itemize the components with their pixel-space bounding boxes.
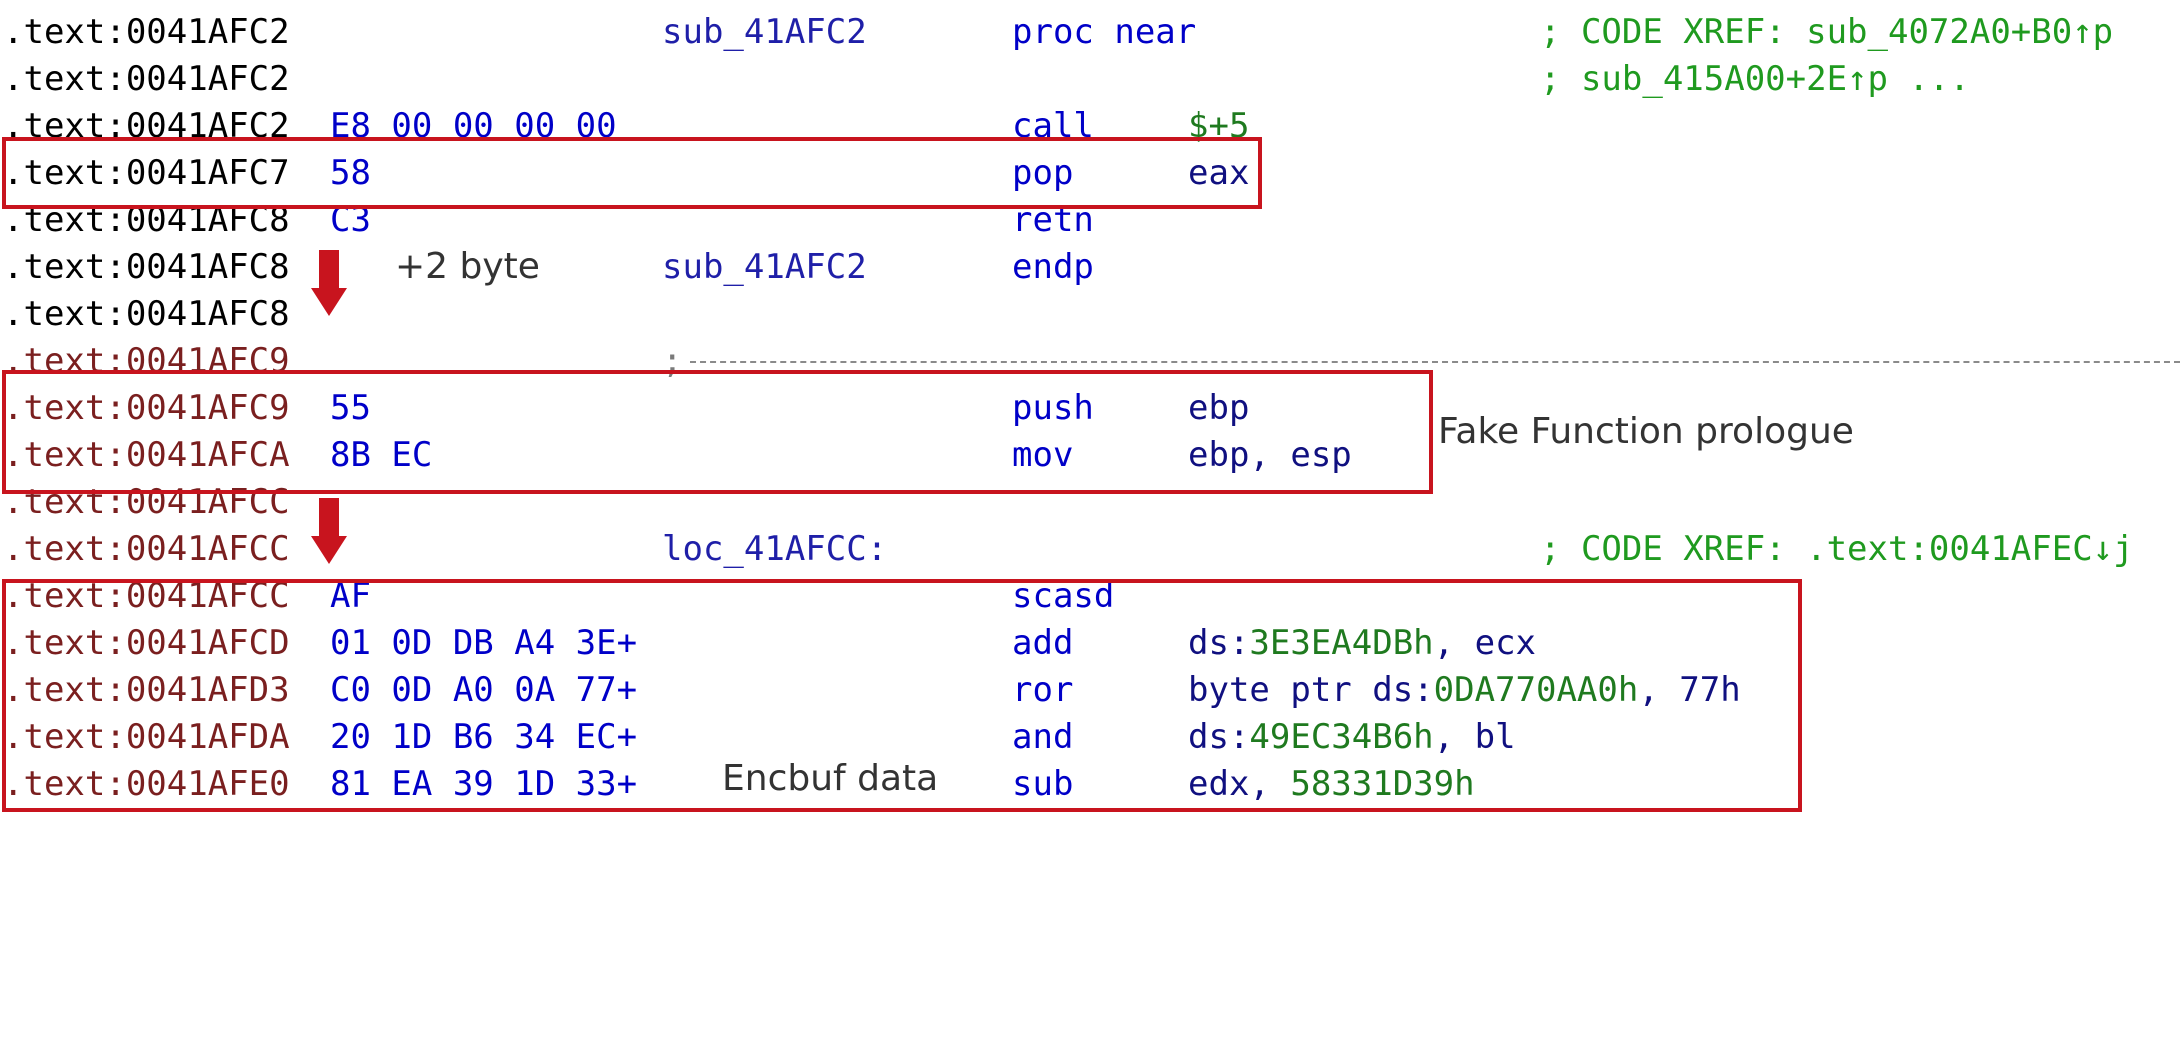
mnemonic: endp	[1012, 247, 1094, 287]
disasm-row[interactable]: .text:0041AFE0 81 EA 39 1D 33+ sub edx, …	[0, 761, 2180, 808]
operand-immediate: 3E3EA4DBh	[1249, 623, 1434, 663]
opcode-bytes: 8B EC	[330, 435, 433, 475]
highlight-box-fake-prologue	[2, 370, 1433, 494]
address: .text:0041AFC8	[3, 294, 290, 334]
disasm-row[interactable]: .text:0041AFC2 sub_41AFC2 proc near ; CO…	[0, 9, 2180, 56]
address: .text:0041AFCD	[3, 623, 290, 663]
highlight-box-pop	[2, 137, 1262, 209]
xref-comment[interactable]: ; sub_415A00+2E↑p ...	[1540, 59, 1970, 99]
opcode-bytes: C0 0D A0 0A 77+	[330, 670, 638, 710]
address: .text:0041AFCC	[3, 482, 290, 522]
opcode-bytes: 20 1D B6 34 EC+	[330, 717, 638, 757]
operands: byte ptr ds:0DA770AA0h, 77h	[1188, 667, 1741, 714]
disasm-row[interactable]: .text:0041AFC8	[0, 291, 2180, 338]
mnemonic: ror	[1012, 670, 1074, 710]
xref-comment[interactable]: ; CODE XREF: .text:0041AFEC↓j	[1540, 529, 2134, 569]
disasm-row[interactable]: .text:0041AFD3 C0 0D A0 0A 77+ ror byte …	[0, 667, 2180, 714]
disasm-row[interactable]: .text:0041AFCD 01 0D DB A4 3E+ add ds:3E…	[0, 620, 2180, 667]
disasm-row[interactable]: .text:0041AFC7 58 pop eax	[0, 150, 2180, 197]
opcode-bytes: 01 0D DB A4 3E+	[330, 623, 638, 663]
down-arrow-icon	[311, 250, 347, 318]
annotation-fake-prologue: Fake Function prologue	[1438, 411, 1854, 452]
operand-prefix: ds:	[1188, 717, 1250, 757]
mnemonic: mov	[1012, 435, 1074, 475]
mnemonic: pop	[1012, 153, 1074, 193]
highlight-box-encbuf	[2, 579, 1802, 812]
disasm-row[interactable]: .text:0041AFCA 8B EC mov ebp, esp	[0, 432, 2180, 479]
disasm-row[interactable]: .text:0041AFCC	[0, 479, 2180, 526]
down-arrow-icon	[311, 498, 347, 566]
address: .text:0041AFC2	[3, 59, 290, 99]
separator-line	[690, 361, 2180, 363]
disasm-row[interactable]: .text:0041AFC2 ; sub_415A00+2E↑p ...	[0, 56, 2180, 103]
operands: edx, 58331D39h	[1188, 761, 1475, 808]
function-name[interactable]: sub_41AFC2	[662, 247, 867, 287]
operand-prefix: edx,	[1188, 764, 1291, 804]
operands: ebp, esp	[1188, 435, 1352, 475]
disasm-row[interactable]: .text:0041AFDA 20 1D B6 34 EC+ and ds:49…	[0, 714, 2180, 761]
mnemonic: proc near	[1012, 12, 1197, 52]
address: .text:0041AFCA	[3, 435, 290, 475]
operand-prefix: byte ptr ds:	[1188, 670, 1434, 710]
mnemonic: sub	[1012, 764, 1074, 804]
disasm-row[interactable]: .text:0041AFC9 55 push ebp	[0, 385, 2180, 432]
address: .text:0041AFDA	[3, 717, 290, 757]
disasm-row[interactable]: .text:0041AFCC loc_41AFCC: ; CODE XREF: …	[0, 526, 2180, 573]
address: .text:0041AFE0	[3, 764, 290, 804]
operand-suffix: , ecx	[1433, 623, 1537, 663]
operand-suffix: , bl	[1433, 717, 1516, 757]
operands: ds:49EC34B6h, bl	[1188, 714, 1516, 761]
mnemonic: and	[1012, 717, 1074, 757]
operand-immediate: 58331D39h	[1290, 764, 1475, 804]
address: .text:0041AFC9	[3, 388, 290, 428]
mnemonic: add	[1012, 623, 1074, 663]
xref-comment[interactable]: ; CODE XREF: sub_4072A0+B0↑p	[1540, 12, 2114, 52]
label-name[interactable]: loc_41AFCC:	[662, 529, 888, 569]
address: .text:0041AFCC	[3, 529, 290, 569]
opcode-bytes: 81 EA 39 1D 33+	[330, 764, 638, 804]
operand-immediate: 0DA770AA0h	[1433, 670, 1639, 710]
function-name[interactable]: sub_41AFC2	[662, 12, 867, 52]
operands: ebp	[1188, 388, 1250, 428]
address: .text:0041AFC7	[3, 153, 290, 193]
annotation-encbuf: Encbuf data	[722, 758, 939, 799]
operands: ds:3E3EA4DBh, ecx	[1188, 620, 1536, 667]
opcode-bytes: 58	[330, 153, 371, 193]
disassembly-screenshot: .text:0041AFC2 sub_41AFC2 proc near ; CO…	[0, 9, 2180, 812]
disasm-row[interactable]: .text:0041AFC9 ;	[0, 338, 2180, 385]
annotation-plus-two-byte: +2 byte	[395, 246, 540, 287]
address: .text:0041AFD3	[3, 670, 290, 710]
disasm-row[interactable]: .text:0041AFC8 sub_41AFC2 endp	[0, 244, 2180, 291]
address: .text:0041AFC2	[3, 12, 290, 52]
operand-prefix: ds:	[1188, 623, 1250, 663]
address: .text:0041AFC9	[3, 341, 290, 381]
address: .text:0041AFC8	[3, 247, 290, 287]
mnemonic: push	[1012, 388, 1094, 428]
opcode-bytes: 55	[330, 388, 371, 428]
operands: eax	[1188, 153, 1250, 193]
operand-suffix: , 77h	[1638, 670, 1741, 710]
operand-immediate: 49EC34B6h	[1249, 717, 1434, 757]
